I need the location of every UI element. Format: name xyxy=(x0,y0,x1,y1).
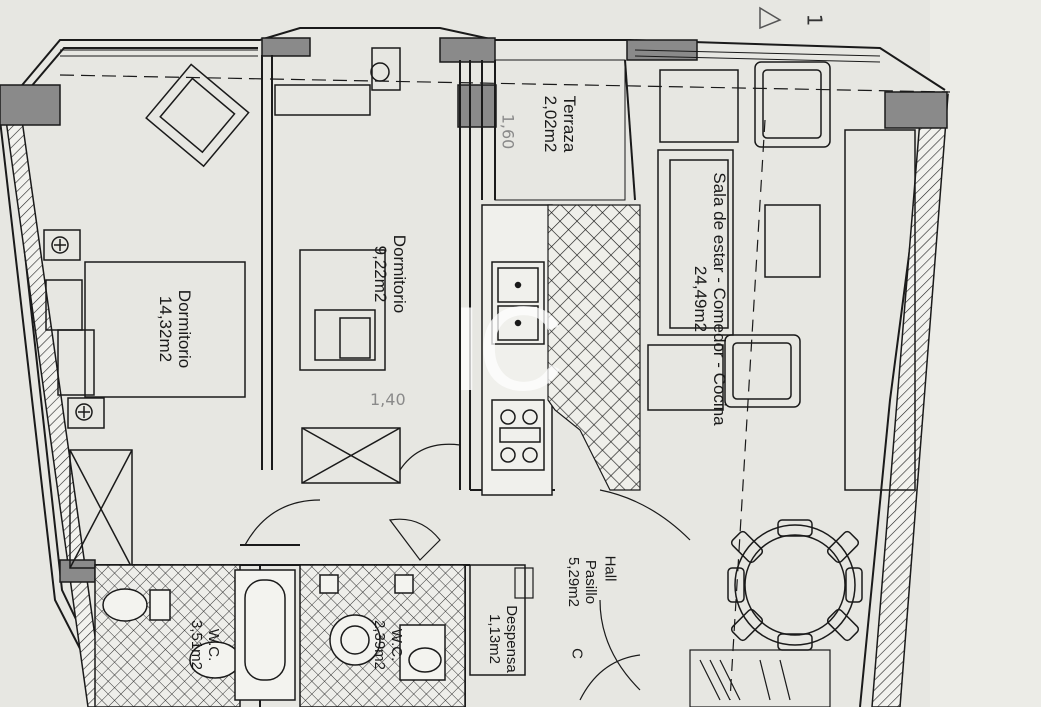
sala-area: 24,49m2 xyxy=(691,265,710,333)
label-dormitorio2: Dormitorio 9,22m2 xyxy=(371,229,409,319)
label-terraza: Terraza 2,02m2 xyxy=(541,84,579,164)
dormitorio2-name: Dormitorio xyxy=(390,234,409,314)
kitchen-floor-tiles xyxy=(547,204,641,491)
watermark-logo: IC xyxy=(450,282,564,416)
dormitorio2-furniture xyxy=(274,47,401,484)
kitchen-sink xyxy=(491,261,545,345)
section-mark xyxy=(759,6,782,30)
label-wc2: W.C. 2,39m2 xyxy=(371,615,405,675)
dormitorio1-area: 14,32m2 xyxy=(156,295,175,363)
pillars xyxy=(0,37,948,583)
terraza-area: 2,02m2 xyxy=(541,95,560,153)
section-line xyxy=(59,74,951,93)
label-dormitorio1: Dormitorio 14,32m2 xyxy=(156,284,194,374)
despensa-area: 1,13m2 xyxy=(486,613,503,665)
hall-name: Hall xyxy=(601,555,619,582)
kitchen-counter xyxy=(481,204,553,496)
despensa-name: Despensa xyxy=(503,605,520,673)
wc2-area: 2,39m2 xyxy=(371,619,388,671)
wc1-fixtures xyxy=(102,569,296,701)
kitchen-cooktop xyxy=(491,399,545,471)
terraza-area xyxy=(494,59,626,201)
section-mark-number: 1 xyxy=(802,13,827,27)
label-hall: Hall xyxy=(602,549,619,589)
paper-edge xyxy=(930,0,1041,707)
pasillo-name: Pasillo xyxy=(582,559,599,605)
label-sala: Sala de estar - Comedor - Cocina 24,49m2 xyxy=(691,169,729,429)
dormitorio1-furniture xyxy=(43,63,250,569)
windows xyxy=(60,49,881,63)
label-pasillo: Pasillo 5,29m2 xyxy=(565,542,599,622)
entrance-details xyxy=(689,649,831,707)
dimension-2: 1,40 xyxy=(370,390,406,409)
wc1-area: 3,51m2 xyxy=(188,619,205,671)
label-wc1: W.C. 3,51m2 xyxy=(188,615,222,675)
wc2-fixtures xyxy=(319,574,446,681)
dining-table xyxy=(727,519,863,651)
living-furniture xyxy=(647,61,916,491)
dormitorio2-area: 9,22m2 xyxy=(371,245,390,303)
wc1-tiles xyxy=(94,564,241,707)
door-swings xyxy=(244,443,691,701)
wc2-name: W.C. xyxy=(388,628,405,662)
label-despensa: Despensa 1,13m2 xyxy=(486,594,520,684)
despensa-area xyxy=(469,564,526,676)
despensa-shelf xyxy=(514,567,534,599)
pasillo-area: 5,29m2 xyxy=(565,556,582,608)
dormitorio1-name: Dormitorio xyxy=(175,289,194,369)
dimension-1: 1,60 xyxy=(498,113,518,150)
center-dash xyxy=(729,119,766,701)
terraza-name: Terraza xyxy=(560,95,579,153)
wc1-name: W.C. xyxy=(205,628,222,662)
sala-name: Sala de estar - Comedor - Cocina xyxy=(710,172,729,426)
door-letter: C xyxy=(568,648,586,659)
